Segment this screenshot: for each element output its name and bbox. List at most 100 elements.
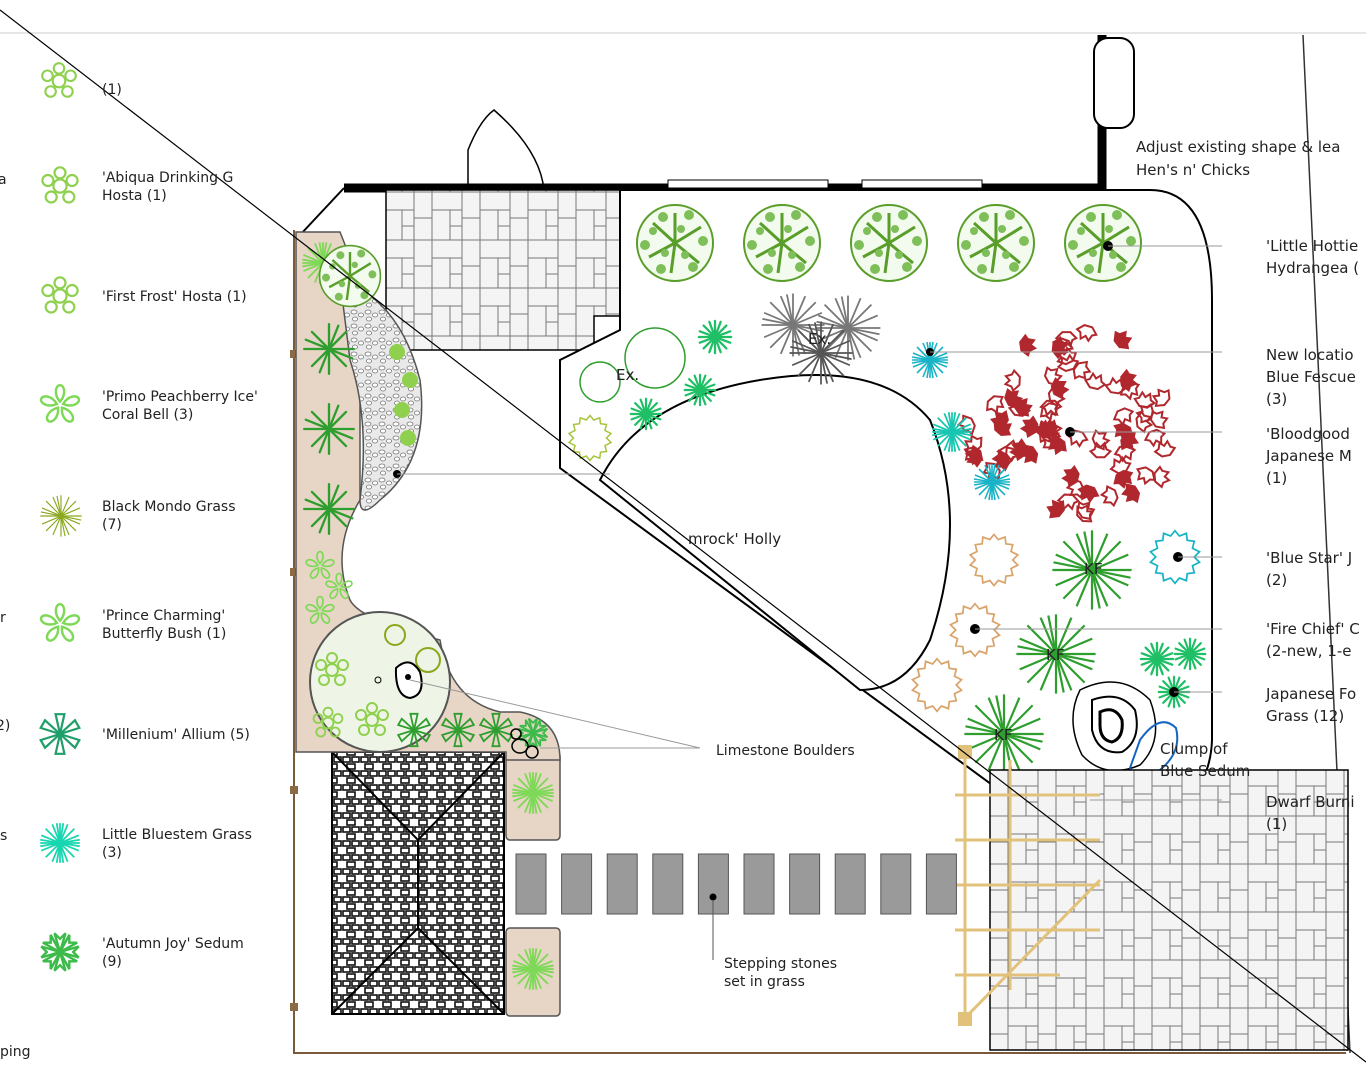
label-burning: Dwarf Burni bbox=[1266, 793, 1355, 811]
kf-label: KF bbox=[1084, 560, 1102, 578]
maple-leaf bbox=[1151, 388, 1171, 408]
label-hens: Hen's n' Chicks bbox=[1136, 161, 1250, 179]
maple-leaf bbox=[1019, 333, 1038, 357]
fence-posts bbox=[290, 350, 298, 1011]
maple-leaf bbox=[1072, 360, 1092, 380]
label-burning: (1) bbox=[1266, 815, 1287, 833]
maple-leaf bbox=[1019, 444, 1039, 464]
legend-item-label: (9) bbox=[102, 954, 122, 970]
stepping-stone bbox=[925, 853, 957, 915]
label-firechief: 'Fire Chief' C bbox=[1266, 620, 1360, 638]
mondo-grass-icon bbox=[39, 494, 83, 538]
lawn bbox=[598, 374, 951, 692]
label-sedum: Clump of bbox=[1160, 740, 1228, 758]
stepping-stones bbox=[515, 853, 957, 915]
maple-leaf bbox=[1019, 415, 1039, 438]
maple-leaf bbox=[1003, 368, 1021, 393]
japanese-maple bbox=[956, 317, 1178, 533]
brick-patio bbox=[331, 751, 505, 1015]
label-sedum: Blue Sedum bbox=[1160, 762, 1250, 780]
hydrangea-icon bbox=[956, 203, 1036, 283]
small-boulders bbox=[510, 728, 539, 759]
maple-leaf bbox=[964, 434, 983, 453]
forest-grass-icon bbox=[1139, 641, 1175, 677]
stepping-stone bbox=[789, 853, 821, 915]
hydrangea-icon bbox=[742, 203, 822, 283]
legend-fragment: ping bbox=[0, 1044, 31, 1060]
stepping-stone bbox=[652, 853, 684, 915]
maple-leaf bbox=[991, 449, 1011, 472]
legend-item-label: 'Primo Peachberry Ice' bbox=[102, 389, 258, 405]
maple-leaf bbox=[1076, 500, 1096, 521]
bluestem-grass-icon bbox=[39, 822, 81, 864]
label-fescue: New locatio bbox=[1266, 346, 1354, 364]
legend-item-label: Black Mondo Grass bbox=[102, 499, 236, 515]
maple-leaf bbox=[1039, 399, 1063, 417]
label-fescue: (3) bbox=[1266, 390, 1287, 408]
maple-leaf bbox=[1133, 390, 1157, 409]
boulder-with-sedum bbox=[1072, 681, 1179, 779]
legend-item-label: 'Millenium' Allium (5) bbox=[102, 727, 250, 743]
kf-label: KF bbox=[1046, 646, 1064, 664]
maple-leaf bbox=[1054, 331, 1079, 348]
label-forest-grass: Grass (12) bbox=[1266, 707, 1344, 725]
side-bed-plants bbox=[301, 241, 549, 749]
legend-fragment: s bbox=[0, 828, 7, 844]
label-maple: (1) bbox=[1266, 469, 1287, 487]
existing-label: Ex. bbox=[616, 366, 639, 384]
forest-grass-icon bbox=[1173, 637, 1207, 671]
maple-leaf bbox=[964, 444, 983, 468]
label-bluestar: (2) bbox=[1266, 571, 1287, 589]
maple-leaf bbox=[1113, 330, 1133, 350]
maple-leaf bbox=[1088, 441, 1113, 459]
maple-leaf bbox=[1143, 428, 1167, 448]
legend-item-label: 'Prince Charming' bbox=[102, 608, 225, 624]
maple-leaf bbox=[989, 410, 1009, 431]
maple-leaf bbox=[1047, 436, 1067, 456]
bay-window bbox=[1093, 37, 1135, 129]
legend-fragment: r bbox=[0, 610, 6, 626]
kf-label: KF bbox=[994, 726, 1012, 744]
maple-leaf bbox=[1112, 407, 1135, 427]
plan-area: KF KF KF Ex. Ex. bbox=[290, 34, 1360, 1054]
allium-icon bbox=[629, 397, 663, 431]
label-stepping: set in grass bbox=[724, 974, 805, 990]
label-hydrangea: Hydrangea ( bbox=[1266, 259, 1359, 277]
gravel-bed bbox=[339, 278, 423, 511]
legend-divider bbox=[0, 9, 1366, 1063]
legend-fragment: a bbox=[0, 172, 7, 188]
label-boulders: Limestone Boulders bbox=[716, 743, 855, 759]
label-adjust: Adjust existing shape & lea bbox=[1136, 138, 1340, 156]
maple-leaf bbox=[1061, 464, 1080, 488]
maple-leaf bbox=[1119, 381, 1141, 401]
fescue-icon bbox=[911, 341, 949, 379]
label-holly: mrock' Holly bbox=[688, 530, 781, 548]
legend-item-label: Coral Bell (3) bbox=[102, 407, 193, 423]
legend-item-label: 'Abiqua Drinking G bbox=[102, 170, 233, 186]
stepping-stone bbox=[515, 853, 547, 915]
house-wall bbox=[344, 35, 1107, 193]
maple-leaf bbox=[1153, 439, 1177, 458]
legend-item-label: (7) bbox=[102, 517, 122, 533]
legend-item-label: Hosta (1) bbox=[102, 188, 167, 204]
label-firechief: (2-new, 1-e bbox=[1266, 642, 1352, 660]
legend-item-label: Little Bluestem Grass bbox=[102, 827, 252, 843]
maple-leaf bbox=[1056, 493, 1080, 511]
maple-leaf bbox=[1075, 324, 1098, 343]
maple-leaf bbox=[1056, 353, 1080, 373]
hydrangea-icon bbox=[635, 203, 715, 283]
maple-leaf bbox=[1149, 410, 1169, 430]
legend-item-label: 'Autumn Joy' Sedum bbox=[102, 936, 244, 952]
stepping-stone bbox=[606, 853, 638, 915]
maple-leaf bbox=[1109, 455, 1132, 475]
house-corner bbox=[299, 187, 345, 236]
label-hydrangea: 'Little Hottie bbox=[1266, 237, 1358, 255]
maple-leaf bbox=[1113, 444, 1137, 463]
legend-fragment: 2) bbox=[0, 718, 10, 734]
property-fence bbox=[293, 230, 1346, 1054]
label-stepping: Stepping stones bbox=[724, 956, 837, 972]
window-1 bbox=[667, 179, 829, 189]
boulder bbox=[394, 661, 423, 700]
